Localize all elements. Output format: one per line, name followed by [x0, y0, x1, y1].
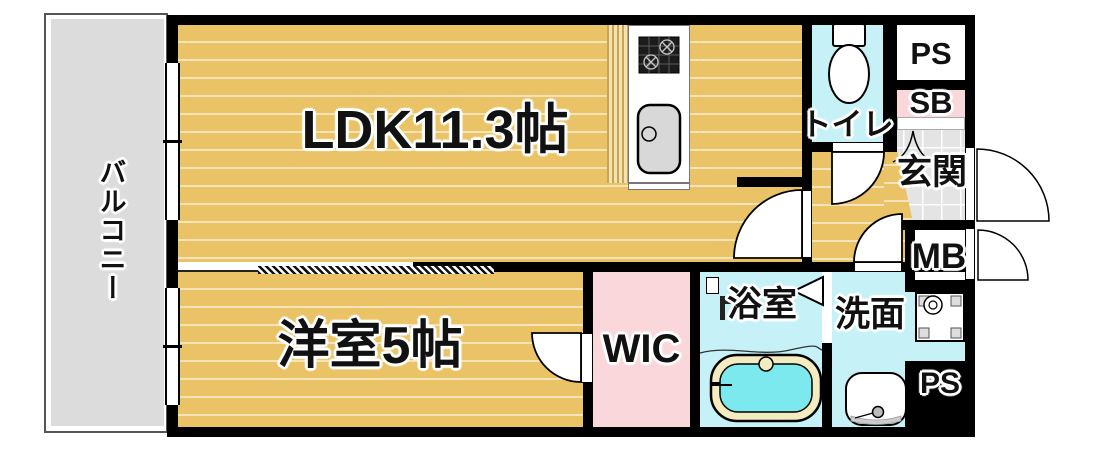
wall-entrance-bottom [884, 220, 975, 230]
balcony-label: バルコニー [95, 157, 126, 303]
wall-top [167, 15, 975, 25]
washroom-label: 洗面 [834, 294, 905, 334]
balcony-floor [51, 19, 164, 426]
bathroom-folding-door-icon [791, 275, 824, 307]
kitchen-cabinet-hatch [607, 25, 628, 183]
wall-left [167, 15, 178, 437]
toilet-icon [828, 23, 870, 104]
entrance-label: 玄関 [896, 152, 967, 192]
western-room-label: 洋室5帖 [277, 317, 463, 375]
wic-door-jamb [581, 333, 593, 383]
bathroom-door-jamb [822, 272, 832, 343]
pipe-space-top-floor [897, 25, 965, 80]
entrance-step [897, 117, 965, 130]
wic-floor [593, 272, 690, 427]
wic-door-arc-icon [531, 332, 582, 383]
pipe-space-bottom-label: PS [919, 367, 961, 400]
bathtub-apron-curve [699, 345, 823, 354]
wall-mb-left [905, 220, 915, 292]
bathtub-icon [709, 353, 823, 423]
wic-label: WIC [602, 327, 681, 371]
stove-icon [638, 36, 680, 74]
shower-fixture-icon [720, 296, 725, 320]
meter-box-label: MB [911, 236, 967, 276]
wall-bottom [167, 427, 975, 437]
ldk-window-center-tick [163, 140, 182, 143]
toilet-door-arc-icon [831, 151, 885, 205]
pipe-space-bottom-block [905, 361, 975, 427]
shower-fixture-arm [725, 300, 735, 304]
wall-bath-right [822, 262, 832, 427]
washroom-door-arc-icon [853, 213, 903, 263]
wall-ldk-right [802, 15, 812, 262]
meter-box-door-arc-icon [977, 229, 1029, 281]
kitchen-counter-step [628, 183, 690, 190]
ldk-door-arc-icon [733, 189, 803, 259]
sliding-partition-doors [258, 266, 494, 274]
washing-machine-icon [915, 292, 965, 342]
shoe-box-arch-icon [892, 130, 934, 163]
toilet-label: トイレ [800, 106, 894, 142]
wall-kitchen-stub [737, 177, 812, 187]
meter-box-door-jamb [965, 228, 975, 280]
kitchen-sink-icon [636, 103, 682, 175]
western-room-floor [178, 272, 583, 427]
shoe-box-label: SB [909, 84, 953, 120]
washbasin-icon [845, 372, 907, 426]
wall-ps-top-bottom [883, 80, 975, 90]
western-room-window-center-tick [163, 345, 182, 348]
wall-mb-bottom [905, 280, 975, 292]
pipe-space-top-label: PS [910, 35, 952, 71]
bathroom-counter [706, 277, 719, 294]
ldk-door-jamb [802, 190, 812, 258]
ldk-label: LDK11.3帖 [301, 100, 569, 160]
ldk-floor [178, 25, 802, 262]
entrance-door-jamb [965, 147, 975, 221]
shoe-box-floor [897, 90, 965, 117]
entrance-door-arc-icon [976, 148, 1050, 222]
washroom-door-jamb [854, 262, 902, 272]
bathroom-label: 浴室 [726, 284, 797, 324]
wall-bath-left [690, 262, 700, 427]
